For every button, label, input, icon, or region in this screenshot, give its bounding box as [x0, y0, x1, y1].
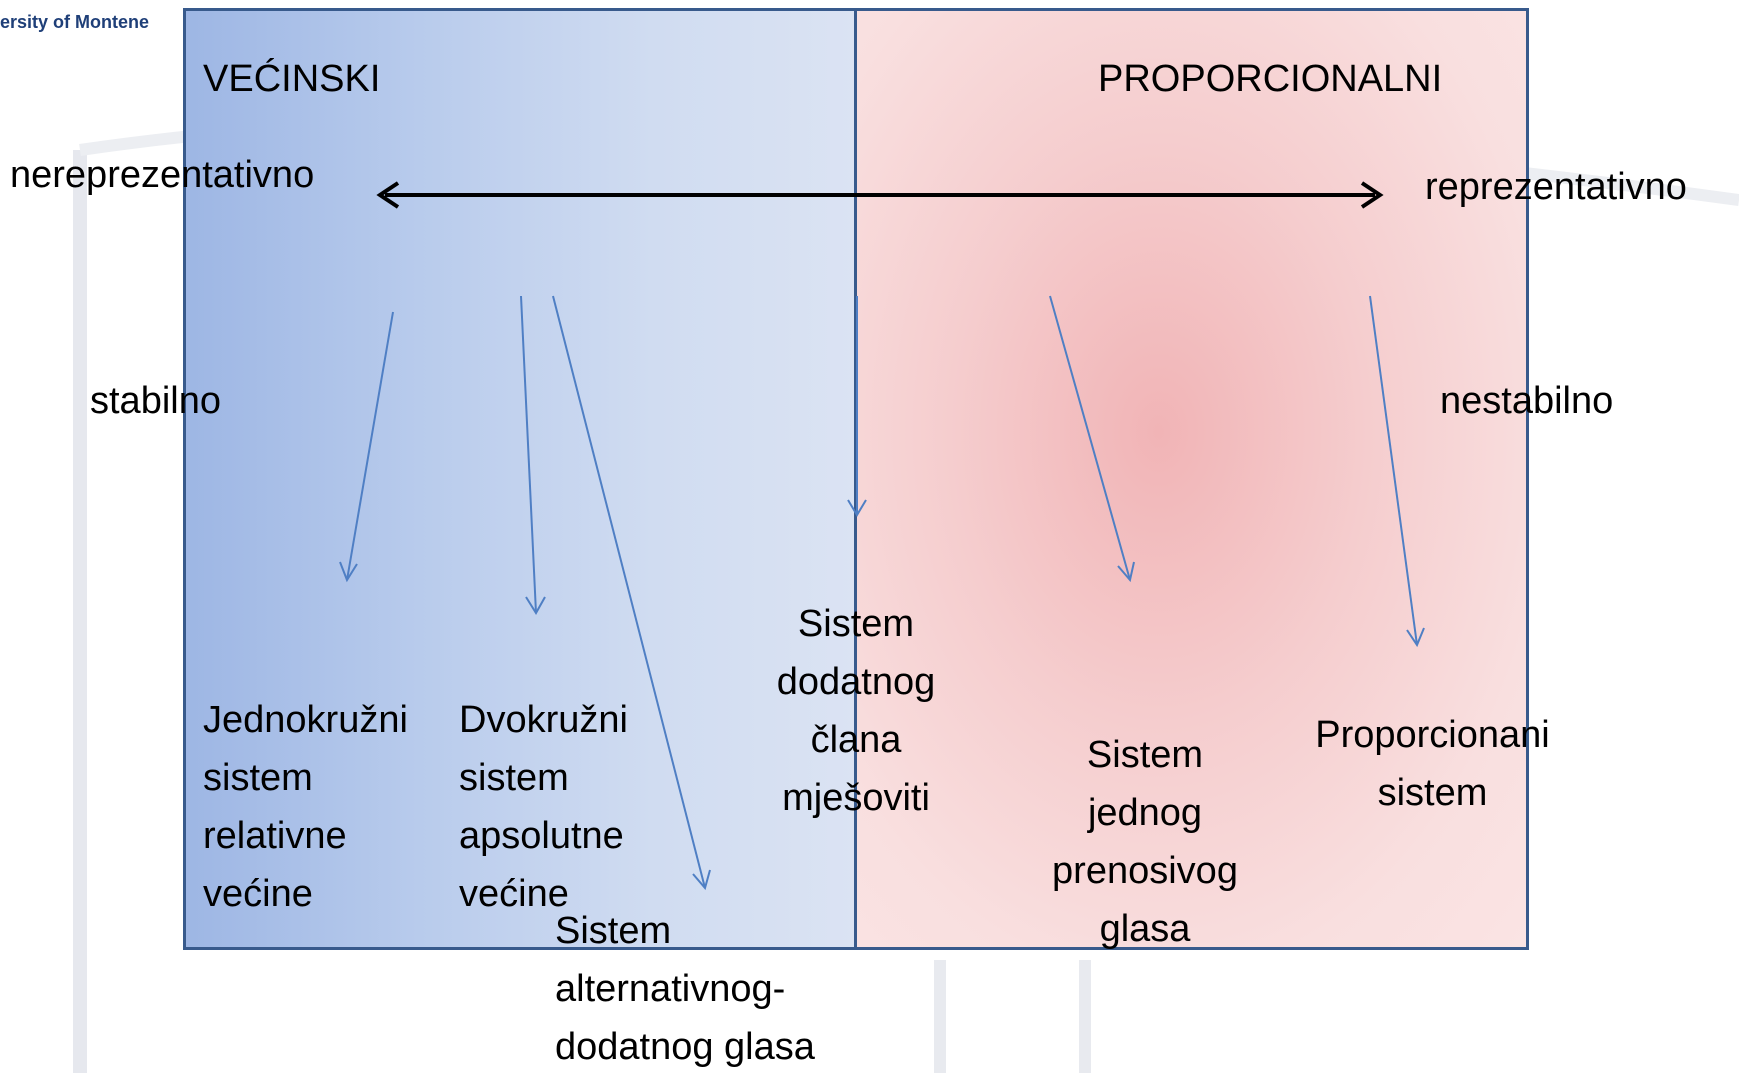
arrow-alternative-vote — [552, 295, 711, 891]
arrow-first-past-post — [339, 311, 394, 583]
stable-label: stabilno — [90, 380, 221, 422]
first-past-post-label: Jednokružni sistem relativne većine — [203, 699, 408, 915]
proportional-panel — [856, 8, 1529, 950]
proportional-title: PROPORCIONALNI — [1098, 58, 1443, 100]
representation-scale-arrow — [376, 181, 1384, 209]
proportional-system-label: Proporcionani sistem — [1315, 714, 1550, 814]
arrow-two-round — [520, 295, 546, 615]
representative-label: reprezentativno — [1425, 166, 1687, 208]
majoritarian-panel — [183, 8, 856, 950]
unrepresentative-label: nereprezentativno — [10, 154, 315, 196]
arrow-proportional — [1369, 295, 1425, 648]
arrow-single-transferable — [1049, 295, 1135, 583]
single-transferable-label: Sistem jednog prenosivog glasa — [1052, 734, 1238, 950]
unstable-label: nestabilno — [1440, 380, 1614, 422]
alternative-vote-label: Sistem alternativnog- dodatnog glasa — [555, 910, 815, 1068]
majoritarian-title: VEĆINSKI — [203, 58, 381, 100]
two-round-label: Dvokružni sistem apsolutne većine — [459, 699, 628, 915]
panel-divider — [854, 8, 857, 950]
university-logo-text: ersity of Montene — [0, 12, 150, 32]
mixed-member-label: Sistem dodatnog člana mješoviti — [776, 603, 936, 819]
arrow-mixed-member — [847, 296, 867, 517]
